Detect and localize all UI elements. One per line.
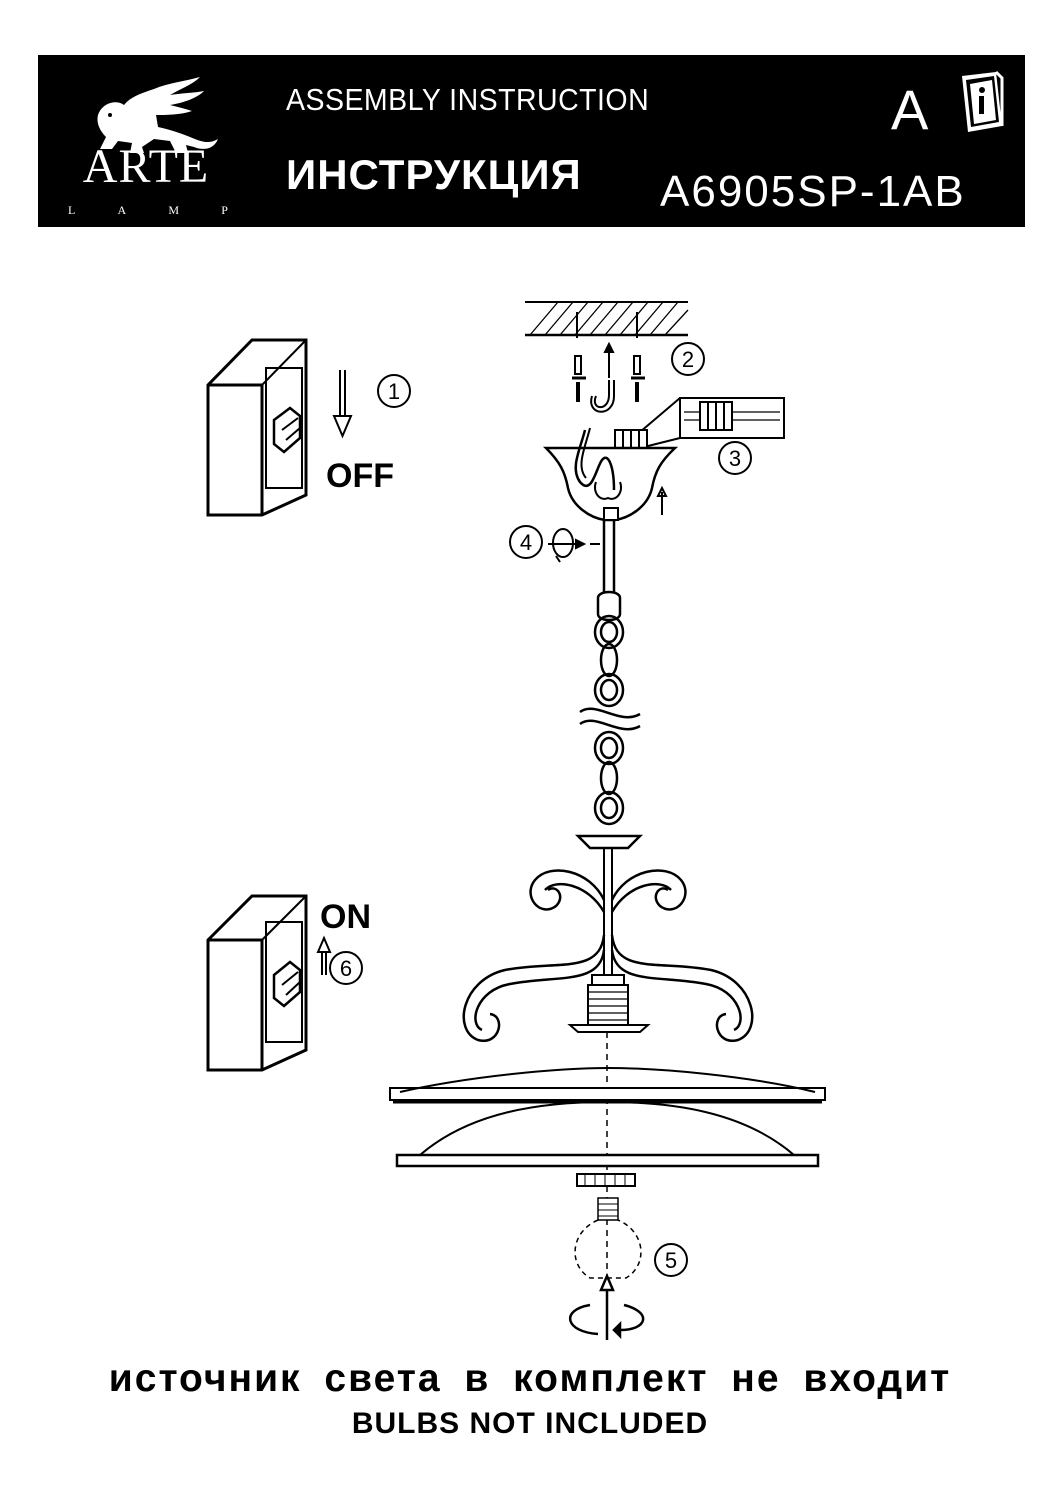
wall-switch-off <box>206 338 308 517</box>
rotate-arrow-icon <box>569 1272 645 1340</box>
glass-shade <box>389 1066 826 1168</box>
step-number: 4 <box>520 530 532 555</box>
brand-sub-letter: L <box>68 203 76 217</box>
brand-sub-letter: A <box>117 203 127 217</box>
info-book-icon <box>962 70 1004 132</box>
language-letter: A <box>891 78 929 141</box>
brand-sub-letter: P <box>221 203 228 217</box>
assembly-diagram: OFF ON <box>206 301 826 1340</box>
off-label: OFF <box>326 457 394 495</box>
header-band: ARTE L A M P ASSEMBLY INSTRUCTION ИНСТРУ… <box>38 55 1025 227</box>
stem-rod <box>602 520 616 596</box>
socket <box>567 974 651 1033</box>
step-number: 1 <box>388 379 400 404</box>
brand-name: ARTE <box>82 140 210 193</box>
terminal-block-detail <box>614 397 785 453</box>
lock-ring-icon <box>548 528 600 563</box>
center-rod <box>603 848 613 975</box>
brand-subtitle: L A M P <box>68 203 228 218</box>
step-number: 2 <box>682 347 694 372</box>
on-label: ON <box>320 898 371 936</box>
model-number: A6905SP-1AB <box>660 167 966 216</box>
bulbs-note-english: BULBS NOT INCLUDED <box>351 1407 709 1440</box>
finial-nut <box>576 1173 636 1187</box>
step-number: 6 <box>340 956 352 981</box>
griffin-logo-icon <box>97 77 218 153</box>
arrow-up-icon <box>316 935 332 975</box>
frame-top-cap <box>574 834 644 850</box>
step-number: 5 <box>665 1248 677 1273</box>
arrow-down-icon <box>332 370 353 439</box>
brand-sub-letter: M <box>168 203 180 217</box>
step-markers: 1 2 3 4 5 6 <box>329 342 752 1277</box>
title-russian: ИНСТРУКЦИЯ <box>286 151 582 198</box>
scroll-arms <box>462 869 754 1042</box>
step-number: 3 <box>729 446 741 471</box>
chain <box>579 590 641 826</box>
light-bulb-icon <box>574 1197 642 1279</box>
wall-switch-on <box>206 894 308 1072</box>
title-english: ASSEMBLY INSTRUCTION <box>286 82 650 117</box>
ceiling <box>525 301 689 338</box>
mounting-hardware <box>572 341 645 413</box>
canopy <box>542 427 679 522</box>
bulbs-note-russian: источник света в комплект не входит <box>108 1357 952 1400</box>
